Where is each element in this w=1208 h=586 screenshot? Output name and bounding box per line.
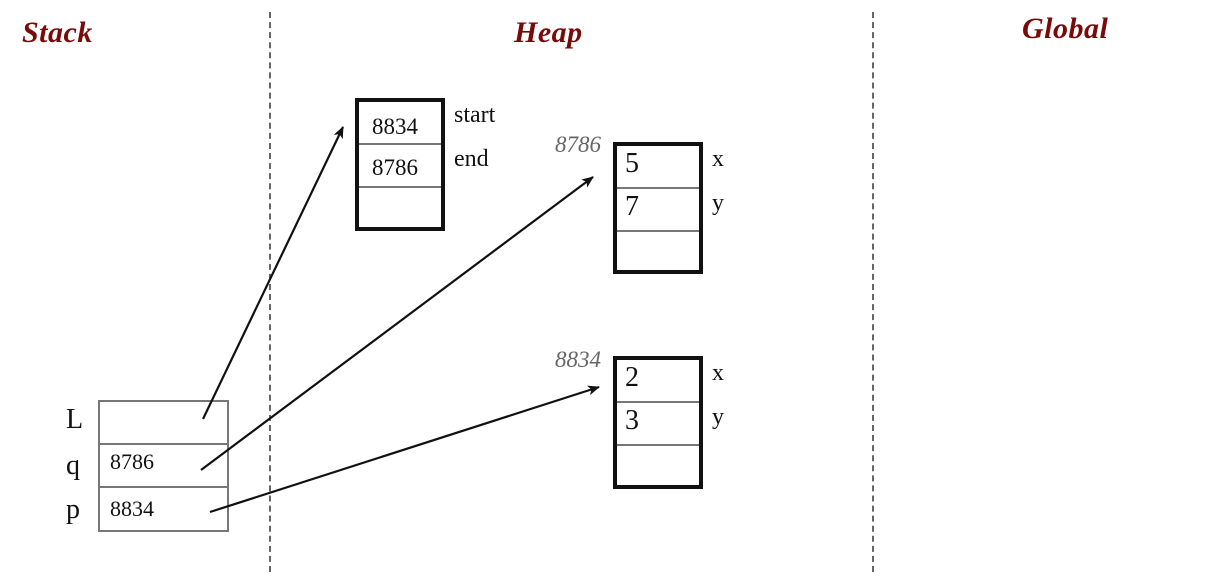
stack-var-p-cell: 8834 — [100, 488, 227, 530]
stack-var-name: L — [66, 404, 84, 435]
global-region-title: Global — [1022, 12, 1109, 45]
field-label-x: x — [712, 146, 724, 172]
point-y-value: 7 — [625, 191, 639, 222]
stack-var-name: q — [66, 450, 80, 481]
point-y-value: 3 — [625, 405, 639, 436]
point-x-value: 5 — [625, 148, 639, 179]
pointer-arrow-p — [209, 385, 600, 514]
stack-var-value: 8834 — [110, 496, 154, 521]
point-x-cell: 2 — [617, 360, 699, 403]
heap-region-title: Heap — [514, 16, 583, 49]
stack-heap-divider — [269, 12, 271, 572]
point-x-cell: 5 — [617, 146, 699, 189]
pointer-arrow-q — [200, 176, 594, 471]
stack-var-L-cell — [100, 402, 227, 445]
line-start-cell: 8834 — [359, 102, 441, 145]
pointer-arrow-L — [202, 126, 344, 420]
heap-address-label: 8786 — [555, 132, 601, 157]
line-object-box: 8834 8786 — [355, 98, 445, 231]
line-start-value: 8834 — [372, 114, 418, 139]
heap-address-label: 8834 — [555, 347, 601, 372]
stack-var-name: p — [66, 494, 80, 525]
line-end-value: 8786 — [372, 155, 418, 180]
point-y-cell: 7 — [617, 189, 699, 232]
stack-region-title: Stack — [22, 16, 93, 49]
stack-var-value: 8786 — [110, 449, 154, 474]
field-label-x: x — [712, 360, 724, 386]
stack-var-q-cell: 8786 — [100, 445, 227, 488]
field-label-end: end — [454, 146, 489, 172]
line-end-cell: 8786 — [359, 145, 441, 188]
field-label-y: y — [712, 190, 724, 216]
point-object-box: 5 7 — [613, 142, 703, 274]
point-x-value: 2 — [625, 362, 639, 393]
point-y-cell: 3 — [617, 403, 699, 446]
point-object-box: 2 3 — [613, 356, 703, 489]
heap-global-divider — [872, 12, 874, 572]
field-label-start: start — [454, 102, 496, 128]
field-label-y: y — [712, 404, 724, 430]
